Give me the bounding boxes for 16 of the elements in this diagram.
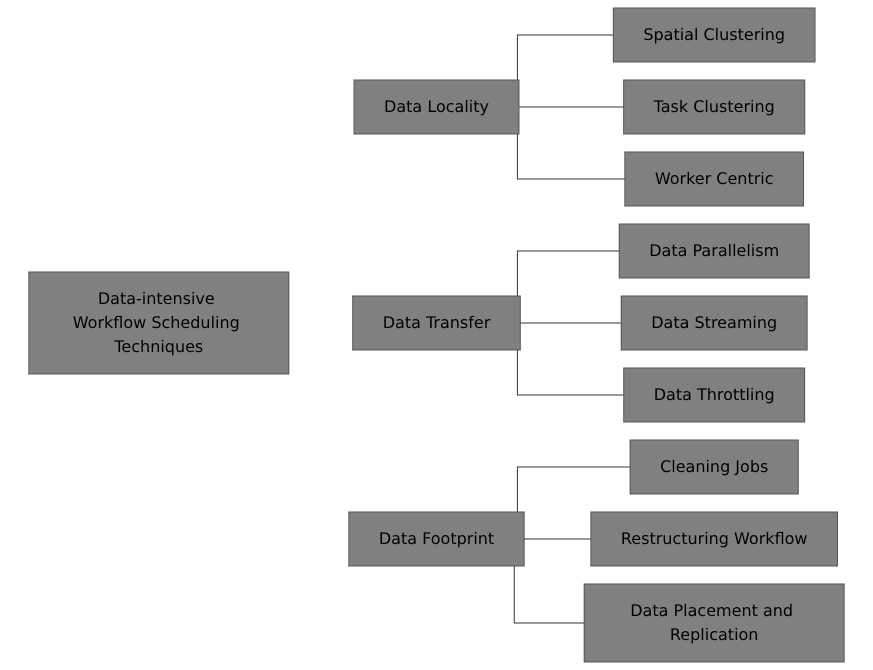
node-box: Data Parallelism xyxy=(618,224,810,278)
node-box: Data Locality xyxy=(354,80,520,134)
node-box: Spatial Clustering xyxy=(612,8,816,62)
node-box: Data-intensive Workflow Scheduling Techniques xyxy=(28,272,290,374)
node-box: Task Clustering xyxy=(623,80,806,134)
node-box: Cleaning Jobs xyxy=(630,440,799,494)
node-box: Data Throttling xyxy=(623,368,806,422)
connector xyxy=(518,106,624,108)
node-box: Worker Centric xyxy=(624,152,804,206)
connector xyxy=(524,538,592,540)
node-box: Data Placement and Replication xyxy=(584,584,845,662)
node-box: Restructuring Workflow xyxy=(590,512,838,566)
node-box: Data Transfer xyxy=(352,296,521,350)
connector xyxy=(520,322,622,324)
node-box: Data Footprint xyxy=(348,512,525,566)
node-box: Data Streaming xyxy=(620,296,808,350)
